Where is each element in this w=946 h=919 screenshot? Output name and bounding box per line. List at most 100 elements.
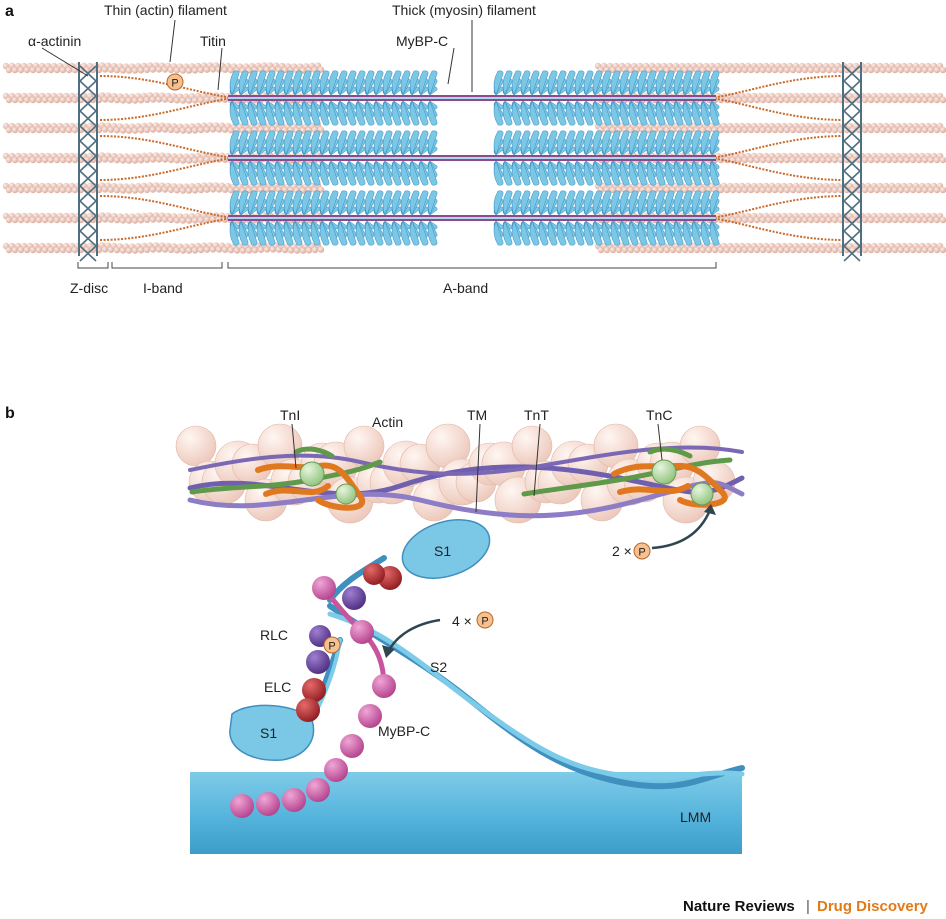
myosin-head [310, 190, 321, 216]
myosin-head [628, 100, 639, 126]
myosin-head [238, 100, 249, 126]
myosin-head [274, 130, 285, 156]
myosin-head [529, 190, 540, 216]
myosin-head [418, 130, 429, 156]
myosin-head [673, 130, 684, 156]
myosin-head [655, 190, 666, 216]
myosin-head [229, 160, 240, 186]
myosin-head [709, 190, 720, 216]
myosin-head [355, 160, 366, 186]
myosin-head [637, 190, 648, 216]
z-disc-strut [843, 230, 861, 247]
myosin-head [529, 160, 540, 186]
myosin-head [283, 160, 294, 186]
myosin-head [283, 70, 294, 96]
myosin-head [283, 190, 294, 216]
myosin-head [418, 70, 429, 96]
myosin-head [256, 190, 267, 216]
myosin-head [427, 190, 438, 216]
titin-left [99, 195, 233, 219]
myosin-head [256, 160, 267, 186]
z-disc-strut [843, 170, 861, 187]
myosin-head [301, 130, 312, 156]
myosin-head [238, 70, 249, 96]
myosin-head [574, 220, 585, 246]
myosin-head [502, 160, 513, 186]
z-disc-strut [79, 140, 97, 157]
myosin-head [247, 160, 258, 186]
tnc-ball-left-1 [299, 461, 325, 487]
myosin-head [418, 190, 429, 216]
z-disc-strut [79, 230, 97, 247]
thin-filament-leader [169, 19, 176, 63]
myosin-head [310, 220, 321, 246]
myosin-head [664, 70, 675, 96]
myosin-head [628, 70, 639, 96]
myosin-head [310, 70, 321, 96]
z-disc-strut [843, 125, 861, 142]
myosin-head [619, 220, 630, 246]
myosin-head [346, 160, 357, 186]
myosin-head [619, 130, 630, 156]
myosin-head [538, 100, 549, 126]
s2-coiled-coil [309, 555, 745, 790]
two-phospho-p: P [638, 547, 645, 559]
myosin-head [709, 130, 720, 156]
z-disc-strut [79, 65, 97, 82]
myosin-head [655, 100, 666, 126]
z-disc-strut [843, 215, 861, 232]
actin-bead [939, 246, 946, 254]
myosin-head [292, 70, 303, 96]
myosin-head [556, 70, 567, 96]
journal-credit: Nature Reviews | Drug Discovery [683, 898, 929, 915]
myosin-head [601, 160, 612, 186]
thick-backbone-highlight [228, 97, 716, 99]
tnc-ball-right-1 [651, 459, 677, 485]
myosin-head [583, 100, 594, 126]
thin-filament-row [2, 242, 946, 254]
myosin-head [355, 190, 366, 216]
myosin-head [538, 70, 549, 96]
myosin-head [628, 130, 639, 156]
myosin-head [700, 160, 711, 186]
myosin-head [691, 100, 702, 126]
myosin-head [427, 220, 438, 246]
myosin-head [655, 220, 666, 246]
myosin-head [547, 100, 558, 126]
myosin-head [400, 160, 411, 186]
titin-left [99, 135, 233, 159]
myosin-head [565, 100, 576, 126]
myosin-head [301, 190, 312, 216]
myosin-head [247, 130, 258, 156]
myosin-head [301, 220, 312, 246]
thick-filament [228, 190, 720, 246]
myosin-head [682, 220, 693, 246]
myosin-head [373, 220, 384, 246]
mybpc-bead-4 [358, 704, 382, 728]
myosin-head [682, 130, 693, 156]
myosin-head [328, 70, 339, 96]
alpha-actinin-label: α-actinin [28, 33, 81, 49]
myosin-head [646, 160, 657, 186]
myosin-head [628, 160, 639, 186]
myosin-head [256, 100, 267, 126]
myosin-head [292, 190, 303, 216]
myosin-head [682, 100, 693, 126]
z-disc-strut [843, 155, 861, 172]
tni-leader [291, 423, 297, 469]
thin-filament-row [2, 62, 946, 74]
myosin-head [292, 130, 303, 156]
myosin-head [364, 70, 375, 96]
four-phospho-p: P [481, 616, 488, 628]
titin-left [99, 157, 233, 181]
z-disc-strut [843, 245, 861, 262]
myosin-head [565, 130, 576, 156]
rlc-phospho-label: P [328, 641, 335, 653]
myosin-head [274, 100, 285, 126]
tni-label: TnI [280, 407, 300, 423]
myosin-head [646, 220, 657, 246]
myosin-head [700, 220, 711, 246]
rlc-ball-top [342, 586, 366, 610]
myosin-head [373, 160, 384, 186]
